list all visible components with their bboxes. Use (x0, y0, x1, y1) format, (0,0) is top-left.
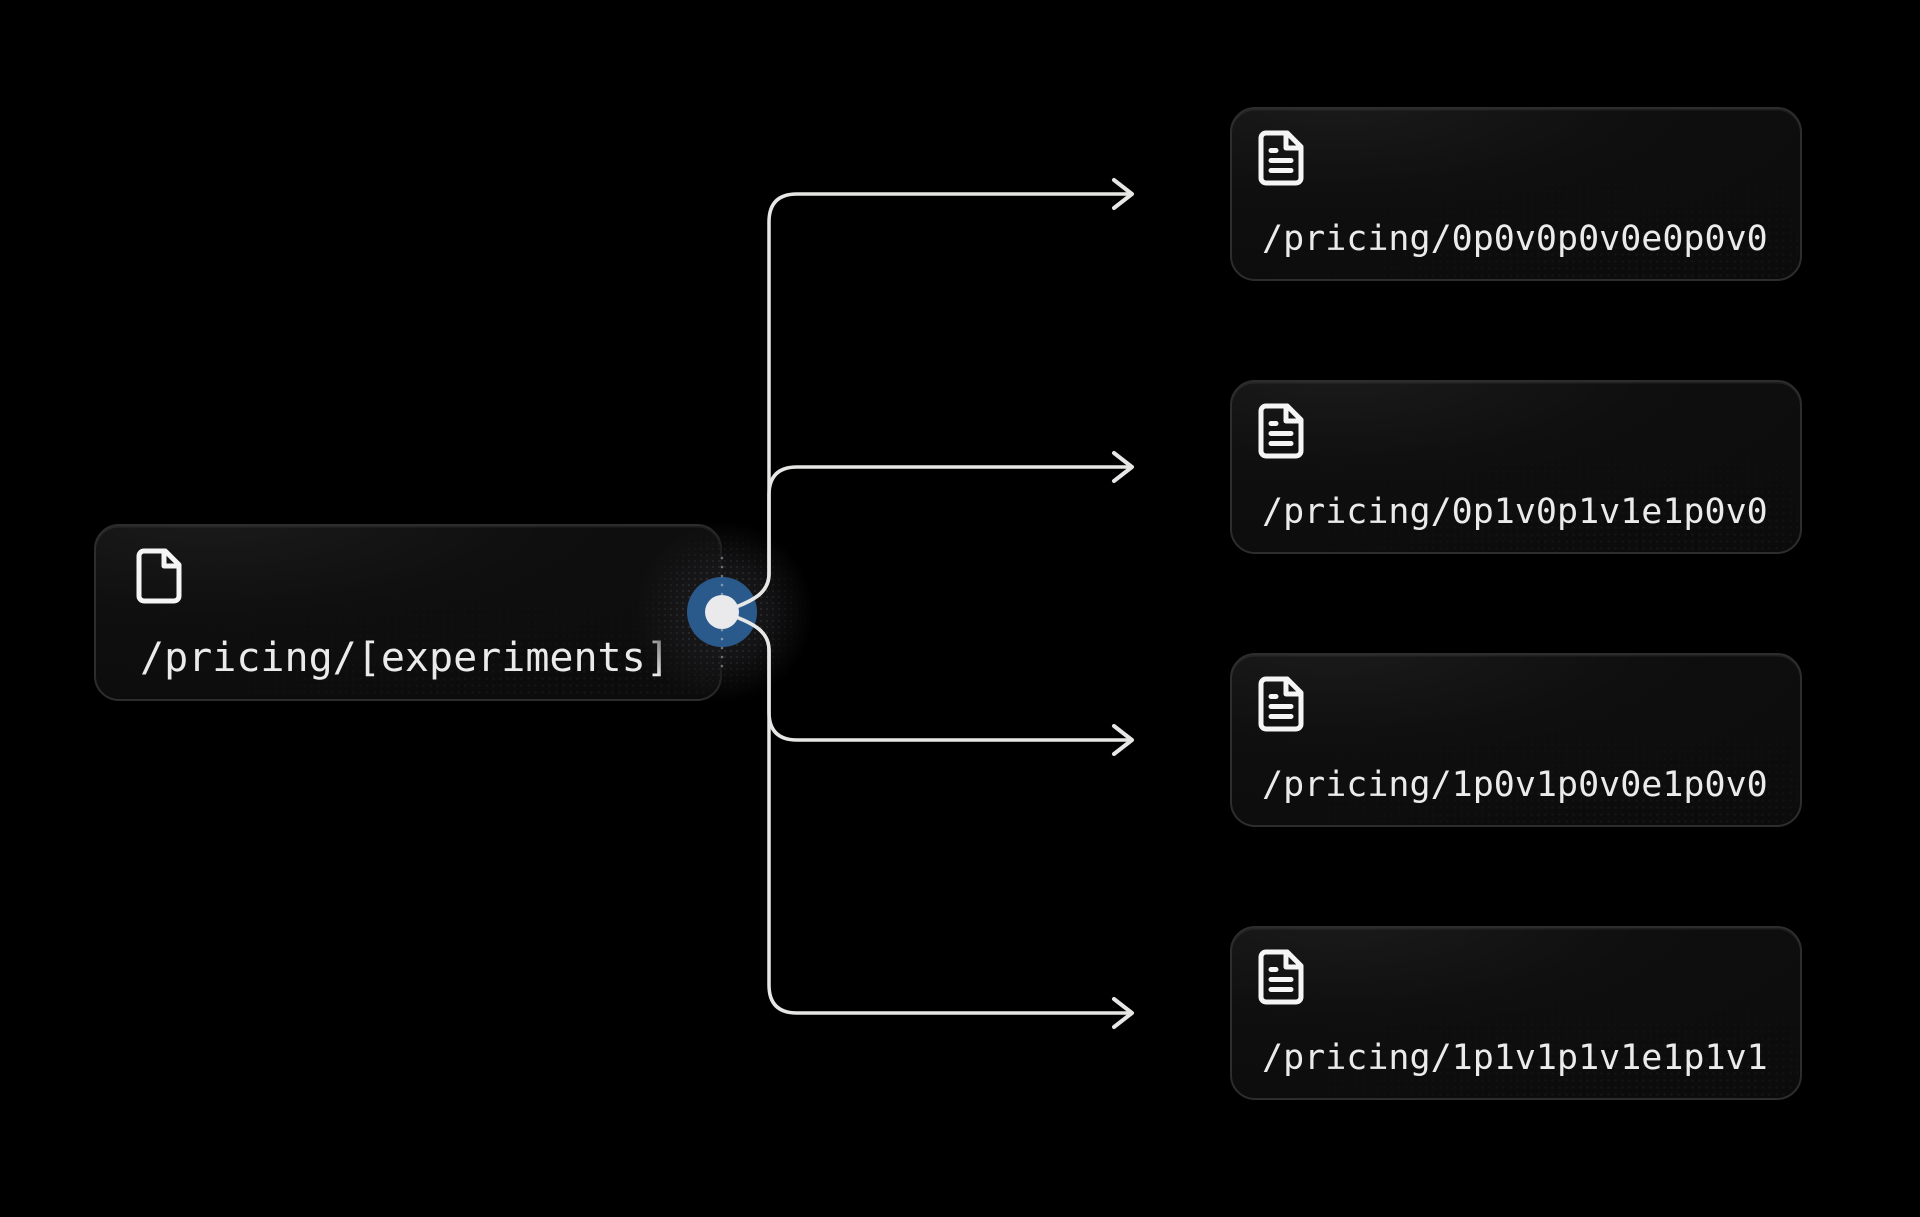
route-node-target-1[interactable]: /pricing/0p0v0p0v0e0p0v0 (1230, 107, 1802, 281)
route-node-label: /pricing/0p0v0p0v0e0p0v0 (1262, 218, 1768, 259)
wire-branch-1 (735, 192, 1130, 609)
arrowhead-1 (1112, 178, 1134, 210)
route-node-source[interactable]: /pricing/[experiments] (94, 524, 722, 701)
arrowhead-2 (1112, 451, 1134, 483)
file-text-icon (1251, 128, 1770, 188)
file-icon (129, 546, 676, 606)
arrowhead-4 (1112, 997, 1134, 1029)
route-node-label: /pricing/1p0v1p0v0e1p0v0 (1262, 764, 1768, 805)
route-node-target-3[interactable]: /pricing/1p0v1p0v0e1p0v0 (1230, 653, 1802, 827)
route-node-target-2[interactable]: /pricing/0p1v0p1v1e1p0v0 (1230, 380, 1802, 554)
wire-branch-2 (735, 465, 1130, 609)
arrowhead-3 (1112, 724, 1134, 756)
file-text-icon (1251, 674, 1770, 734)
file-text-icon (1251, 401, 1770, 461)
route-node-target-4[interactable]: /pricing/1p1v1p1v1e1p1v1 (1230, 926, 1802, 1100)
wire-branch-3 (735, 615, 1130, 742)
route-node-label: /pricing/0p1v0p1v1e1p0v0 (1262, 491, 1768, 532)
route-node-label: /pricing/[experiments] (140, 635, 670, 681)
wire-branch-4 (735, 615, 1130, 1015)
route-node-label: /pricing/1p1v1p1v1e1p1v1 (1262, 1037, 1768, 1078)
file-text-icon (1251, 947, 1770, 1007)
